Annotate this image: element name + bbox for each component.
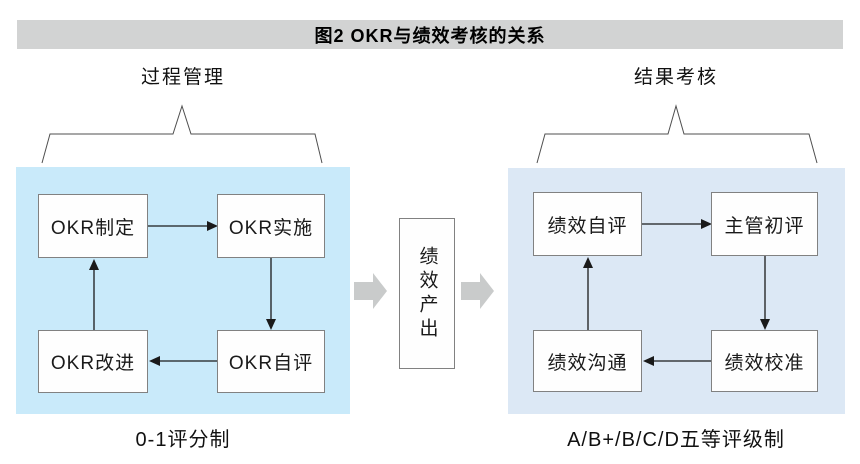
arrow-okr-implement-to-selfreview [266, 258, 276, 330]
block-arrow-right-icon [461, 273, 494, 309]
node-label: 绩效沟通 [547, 352, 628, 374]
arrow-okr-selfreview-to-improve [149, 356, 217, 366]
node-label: 绩效校准 [724, 352, 805, 374]
right-section-footer: A/B+/B/C/D五等评级制 [567, 429, 785, 451]
node-okr-create: OKR制定 [38, 194, 148, 258]
node-manager-review: 主管初评 [711, 192, 818, 256]
arrow-okr-improve-to-create [89, 259, 99, 330]
arrow-perf-comm-to-self [583, 257, 593, 330]
node-okr-selfreview: OKR自评 [217, 330, 325, 393]
arrow-perf-manager-to-calibrate [760, 256, 770, 330]
figure-title: 图2 OKR与绩效考核的关系 [17, 20, 843, 49]
right-section-header: 结果考核 [633, 67, 718, 88]
node-label: OKR实施 [228, 217, 314, 239]
node-label: 主管初评 [724, 215, 805, 237]
left-section-header: 过程管理 [140, 67, 225, 88]
arrow-okr-create-to-implement [148, 221, 218, 231]
node-perf-calibration: 绩效校准 [711, 330, 818, 392]
arrow-perf-self-to-manager [642, 219, 712, 229]
node-label: OKR制定 [50, 217, 136, 239]
node-okr-implement: OKR实施 [217, 194, 325, 258]
block-arrow-left-icon [354, 273, 387, 309]
node-label: OKR自评 [228, 353, 314, 374]
right-brace-icon [536, 104, 818, 164]
left-brace-icon [41, 104, 323, 164]
node-okr-improve: OKR改进 [38, 330, 148, 393]
node-label: 绩效产出 [416, 245, 438, 342]
left-section-footer: 0-1评分制 [135, 429, 231, 451]
node-label: 绩效自评 [547, 215, 628, 237]
arrow-perf-calibrate-to-comm [643, 356, 711, 366]
node-performance-output: 绩效产出 [399, 218, 455, 369]
node-perf-selfreview: 绩效自评 [533, 192, 642, 256]
node-perf-communication: 绩效沟通 [533, 330, 642, 392]
node-label: OKR改进 [50, 353, 136, 374]
